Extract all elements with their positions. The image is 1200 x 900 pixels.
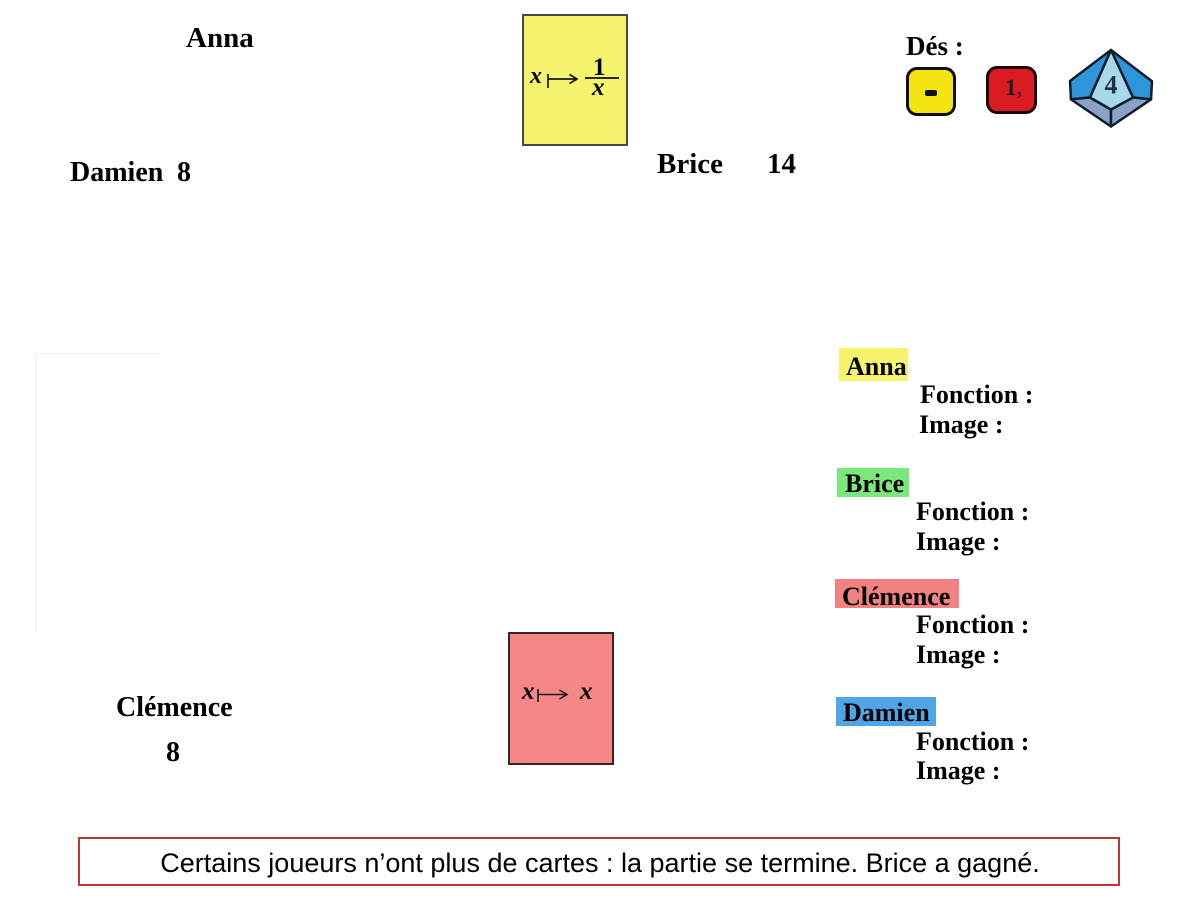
svg-text:4: 4 [1105,71,1118,100]
